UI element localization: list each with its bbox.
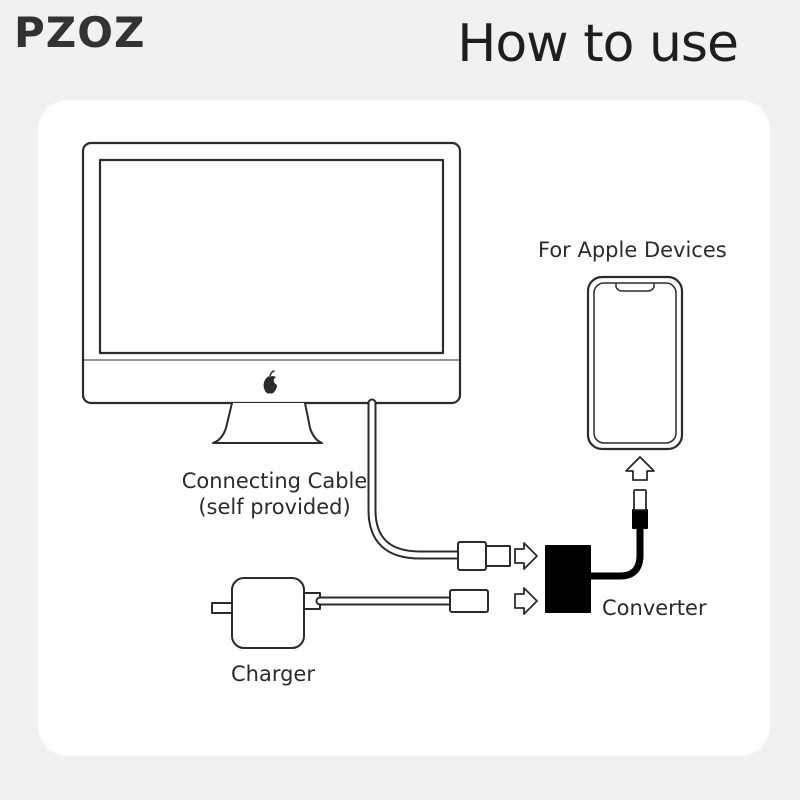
arrow-right-icon bbox=[514, 587, 538, 615]
apple-devices-label: For Apple Devices bbox=[538, 238, 727, 262]
brand-text: PZOZ bbox=[14, 8, 146, 57]
iphone bbox=[586, 275, 684, 451]
monitor bbox=[81, 141, 462, 444]
cable-label-line2: (self provided) bbox=[198, 495, 351, 519]
converter bbox=[545, 545, 591, 613]
converter-label: Converter bbox=[602, 596, 707, 620]
hdmi-plug bbox=[457, 541, 487, 571]
charger-label: Charger bbox=[231, 662, 315, 686]
arrow-up-icon bbox=[625, 456, 655, 481]
cable-label: Connecting Cable (self provided) bbox=[172, 468, 377, 520]
usb-plug bbox=[449, 589, 489, 613]
cable-label-line1: Connecting Cable bbox=[181, 469, 368, 493]
page-title: How to use bbox=[457, 14, 739, 74]
connecting-cable bbox=[367, 398, 465, 560]
apple-logo-icon bbox=[263, 370, 277, 394]
charger bbox=[211, 577, 321, 649]
brand-logo: PZOZ bbox=[14, 8, 145, 57]
arrow-right-icon bbox=[514, 542, 538, 570]
lightning-cable bbox=[586, 524, 644, 580]
